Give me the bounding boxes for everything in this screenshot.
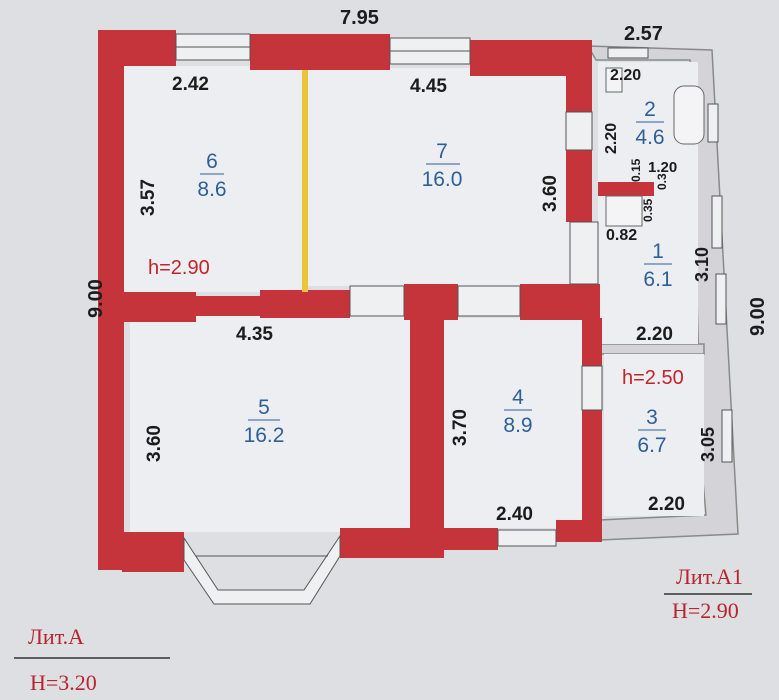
room-7-num: 7: [436, 140, 448, 163]
room-3-area: 6.7: [637, 434, 666, 457]
dim-r5-w: 4.35: [236, 324, 273, 345]
dim-r3-h: 3.05: [698, 427, 718, 462]
dim-top-total: 7.95: [340, 7, 379, 29]
main-walls: [98, 30, 654, 572]
room-6-area: 8.6: [197, 178, 226, 201]
height-labels: h=2.90 h=2.50: [148, 257, 684, 389]
lit-a1: Лит.А1: [676, 564, 743, 589]
dim-r2-w: 2.20: [610, 67, 641, 84]
room-1-num: 1: [652, 240, 664, 263]
dimensions: 7.95 2.57 2.42 4.45 2.20 1.20 0.82 4.35 …: [85, 7, 769, 525]
lit-a-height: Н=3.20: [30, 670, 97, 695]
room-3-num: 3: [646, 406, 658, 429]
dim-r3-w: 2.20: [648, 494, 685, 515]
lit-a1-height: Н=2.90: [672, 598, 739, 623]
dim-r7-h: 3.60: [540, 175, 561, 212]
lit-labels: Лит.А1 Н=2.90 Лит.А Н=3.20: [14, 564, 752, 695]
dim-1-20: 1.20: [648, 159, 677, 176]
room-2-area: 4.6: [635, 126, 664, 149]
room-5-area: 16.2: [244, 424, 285, 447]
dim-r5-h: 3.60: [144, 425, 165, 462]
room-7-area: 16.0: [422, 168, 463, 191]
lit-a: Лит.А: [28, 624, 84, 649]
dim-top-a1: 2.57: [624, 23, 663, 45]
room-2-num: 2: [644, 98, 656, 121]
dim-r1-w: 2.20: [636, 324, 673, 345]
dim-r2-h: 2.20: [603, 123, 620, 154]
dim-015: 0.15: [629, 158, 643, 182]
room-6-num: 6: [206, 150, 218, 173]
doors: [302, 70, 603, 411]
dim-r7-w: 4.45: [410, 76, 447, 97]
room-5-num: 5: [258, 396, 270, 419]
windows: [175, 33, 733, 605]
dim-r6-h: 3.57: [138, 179, 159, 216]
dim-r4-w: 2.40: [496, 504, 533, 525]
dim-082: 0.82: [606, 227, 637, 244]
dim-left-total: 9.00: [85, 279, 107, 318]
dim-03: 0.3: [655, 173, 669, 190]
room-4-num: 4: [512, 386, 524, 409]
room-4-area: 8.9: [503, 414, 532, 437]
height-annex: h=2.50: [622, 367, 684, 389]
dim-035: 0.35: [641, 198, 655, 222]
dim-right-total: 9.00: [747, 297, 769, 336]
room-1-area: 6.1: [643, 268, 672, 291]
dim-r4-h: 3.70: [450, 409, 471, 446]
bathtub: [605, 67, 705, 227]
dim-r1-h: 3.10: [692, 247, 712, 282]
room-labels: 6 8.6 7 16.0 2 4.6 1 6.1 5 16.2 4 8.9 3 …: [197, 98, 672, 457]
height-main: h=2.90: [148, 257, 210, 279]
dim-r6-w: 2.42: [172, 74, 209, 95]
